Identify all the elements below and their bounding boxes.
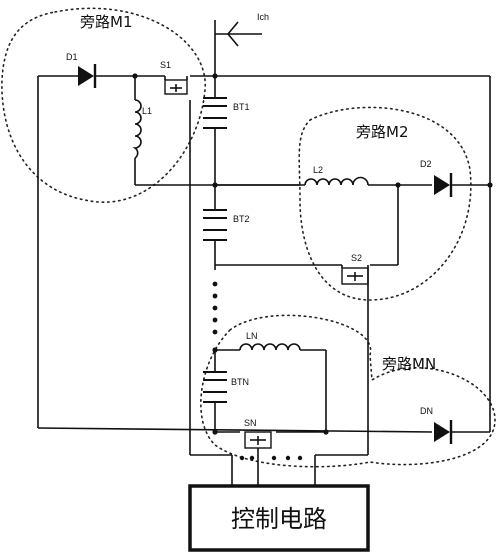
switch-s2-icon — [341, 265, 369, 290]
label-bt1: BT1 — [233, 102, 250, 112]
control-line-dots — [239, 455, 303, 461]
label-ln: LN — [246, 331, 258, 341]
inductor-l1-icon — [132, 99, 142, 159]
bypass-region-mn — [200, 314, 496, 468]
label-s1: S1 — [160, 60, 171, 70]
switch-s1-icon — [164, 76, 188, 95]
switch-sn-icon — [244, 431, 272, 449]
zone-label-m2: 旁路M2 — [356, 123, 409, 141]
label-s2: S2 — [351, 253, 362, 263]
wire-bottom-bus — [37, 427, 433, 433]
diode-d1-icon — [78, 64, 97, 88]
bypass-region-m2 — [298, 106, 472, 301]
charge-current-arrow-icon — [215, 21, 262, 47]
zone-label-mn: 旁路MN — [382, 355, 436, 373]
label-dn: DN — [420, 406, 433, 416]
label-l1: L1 — [142, 106, 152, 116]
zone-label-m1: 旁路M1 — [80, 13, 133, 31]
label-d1: D1 — [66, 52, 78, 62]
diode-dn-icon — [434, 420, 453, 444]
inductor-ln-icon — [239, 343, 301, 351]
battery-btn-icon — [203, 371, 227, 403]
diode-d2-icon — [434, 173, 453, 197]
label-bt2: BT2 — [233, 214, 250, 224]
label-btn: BTN — [231, 377, 249, 387]
label-l2: L2 — [313, 165, 323, 175]
battery-bt2-icon — [203, 209, 227, 241]
battery-bt1-icon — [203, 97, 227, 129]
control-circuit-box — [188, 484, 370, 552]
label-d2: D2 — [420, 159, 432, 169]
series-continuation-dots — [212, 281, 218, 335]
bypass-region-m1 — [1, 7, 206, 203]
inductor-l2-icon — [304, 176, 369, 186]
control-circuit-label: 控制电路 — [231, 505, 327, 533]
label-sn: SN — [244, 418, 257, 428]
label-ich: Ich — [257, 12, 269, 22]
junction-dots — [132, 73, 493, 435]
